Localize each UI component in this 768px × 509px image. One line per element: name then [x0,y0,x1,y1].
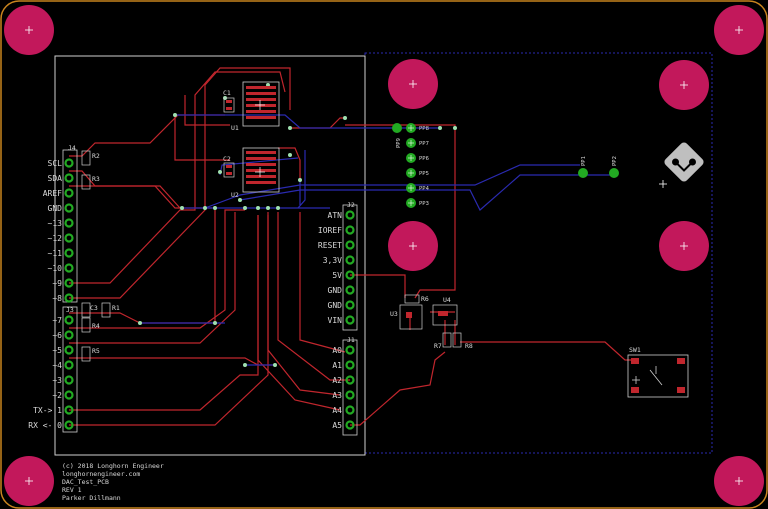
tp-label-4: PP4 [419,186,430,192]
silk-notes: (c) 2018 Longhorn Engineer longhornengin… [62,462,164,502]
j3-pin-5: ~2 [52,391,62,400]
j2-pin-4: 5V [332,271,342,280]
pcb-logo-icon [664,142,704,182]
u2-label: U2 [231,191,239,199]
j3-pin-6: TX-> 1 [33,406,62,415]
j2-pin-7: VIN [328,316,343,325]
silk-note-3: REV 1 [62,486,82,494]
j3-pin-3: ~4 [52,361,62,370]
tp-label-1: PP7 [419,141,429,147]
c3-label: C3 [90,304,98,312]
c2-label: C2 [223,155,231,163]
j2-pin-5: GND [328,286,343,295]
j4-pin-7: ~10 [48,264,63,273]
switch-sw1: SW1 [627,346,689,398]
u4-label: U4 [443,296,451,304]
header-j4: J4 SCL SDA AREF GND ~13 ~12 ~11 ~10 ~9 ~… [43,144,78,303]
j1-pin-0: A0 [332,346,342,355]
j4-pin-0: SCL [48,159,63,168]
tp-label-pp1: PP1 [581,156,587,166]
j4-pin-8: ~9 [52,279,62,288]
j2-pin-2: RESET [318,241,342,250]
j3-pin-4: ~3 [52,376,62,385]
hole-crosshairs [25,26,743,485]
j4-pin-4: ~13 [48,219,63,228]
j4-pin-3: GND [48,204,63,213]
resistors [81,150,462,362]
j4-pin-5: ~12 [48,234,63,243]
header-j3: J3 ~7 ~6 ~5 ~4 ~3 ~2 TX-> 1 RX <- 0 [28,306,78,433]
j1-pin-3: A3 [332,391,342,400]
tp-label-2: PP6 [419,156,429,162]
silk-note-1: longhornengineer.com [62,470,140,478]
arduino-outline [54,55,366,456]
j1-pin-5: A5 [332,421,342,430]
j2-ref: J2 [347,201,355,209]
j2-pin-0: ATN [328,211,343,220]
tp-label-0: PP8 [419,126,429,132]
r4-label: R4 [92,322,100,330]
header-j2: J2 ATN IOREF RESET 3,3V 5V GND GND VIN [318,201,358,331]
r7-label: R7 [434,342,442,350]
silk-note-4: Parker Dillmann [62,494,121,502]
j2-pin-1: IOREF [318,226,342,235]
j2-pin-6: GND [328,301,343,310]
cap-c1: C1 [223,89,235,113]
u1-label: U1 [231,124,239,132]
silk-note-0: (c) 2018 Longhorn Engineer [62,462,164,470]
j1-pin-1: A1 [332,361,342,370]
j3-pin-2: ~5 [52,346,62,355]
ic-u4: U4 [432,296,458,326]
cap-c2: C2 [223,155,235,178]
c1-label: C1 [223,89,231,97]
tp-crosses [408,125,414,206]
r5-label: R5 [92,347,100,355]
tp-label-3: PP5 [419,171,429,177]
j4-ref: J4 [68,144,76,152]
r1-label: R1 [112,304,120,312]
u3-label: U3 [390,310,398,318]
ic-u2: U2 [231,147,280,199]
j3-pin-0: ~7 [52,316,62,325]
ic-u1: U1 [231,81,280,132]
cap-c3: C3 [81,302,98,318]
j1-ref: J1 [347,336,355,344]
j1-pin-2: A2 [332,376,342,385]
j3-pin-1: ~6 [52,331,62,340]
j2-pin-3: 3,3V [323,256,342,265]
tp-label-pp2: PP2 [612,156,618,166]
ic-u3: U3 [390,304,423,330]
r8-label: R8 [465,342,473,350]
r6-label: R6 [421,295,429,303]
silk-note-2: DAC_Test_PCB [62,478,109,486]
j1-pin-4: A4 [332,406,342,415]
header-j1: J1 A0 A1 A2 A3 A4 A5 [332,336,358,436]
j3-pin-7: RX <- 0 [28,421,62,430]
r3-label: R3 [92,175,100,183]
j4-pin-6: ~11 [48,249,63,258]
tp-label-5: PP3 [419,201,429,207]
j4-pin-9: ~8 [52,294,62,303]
j3-ref: J3 [66,306,74,314]
r2-label: R2 [92,152,100,160]
j4-pin-1: SDA [48,174,63,183]
sw1-label: SW1 [629,346,641,354]
tp-label-pp9: PP9 [396,138,402,148]
j4-pin-2: AREF [43,189,62,198]
